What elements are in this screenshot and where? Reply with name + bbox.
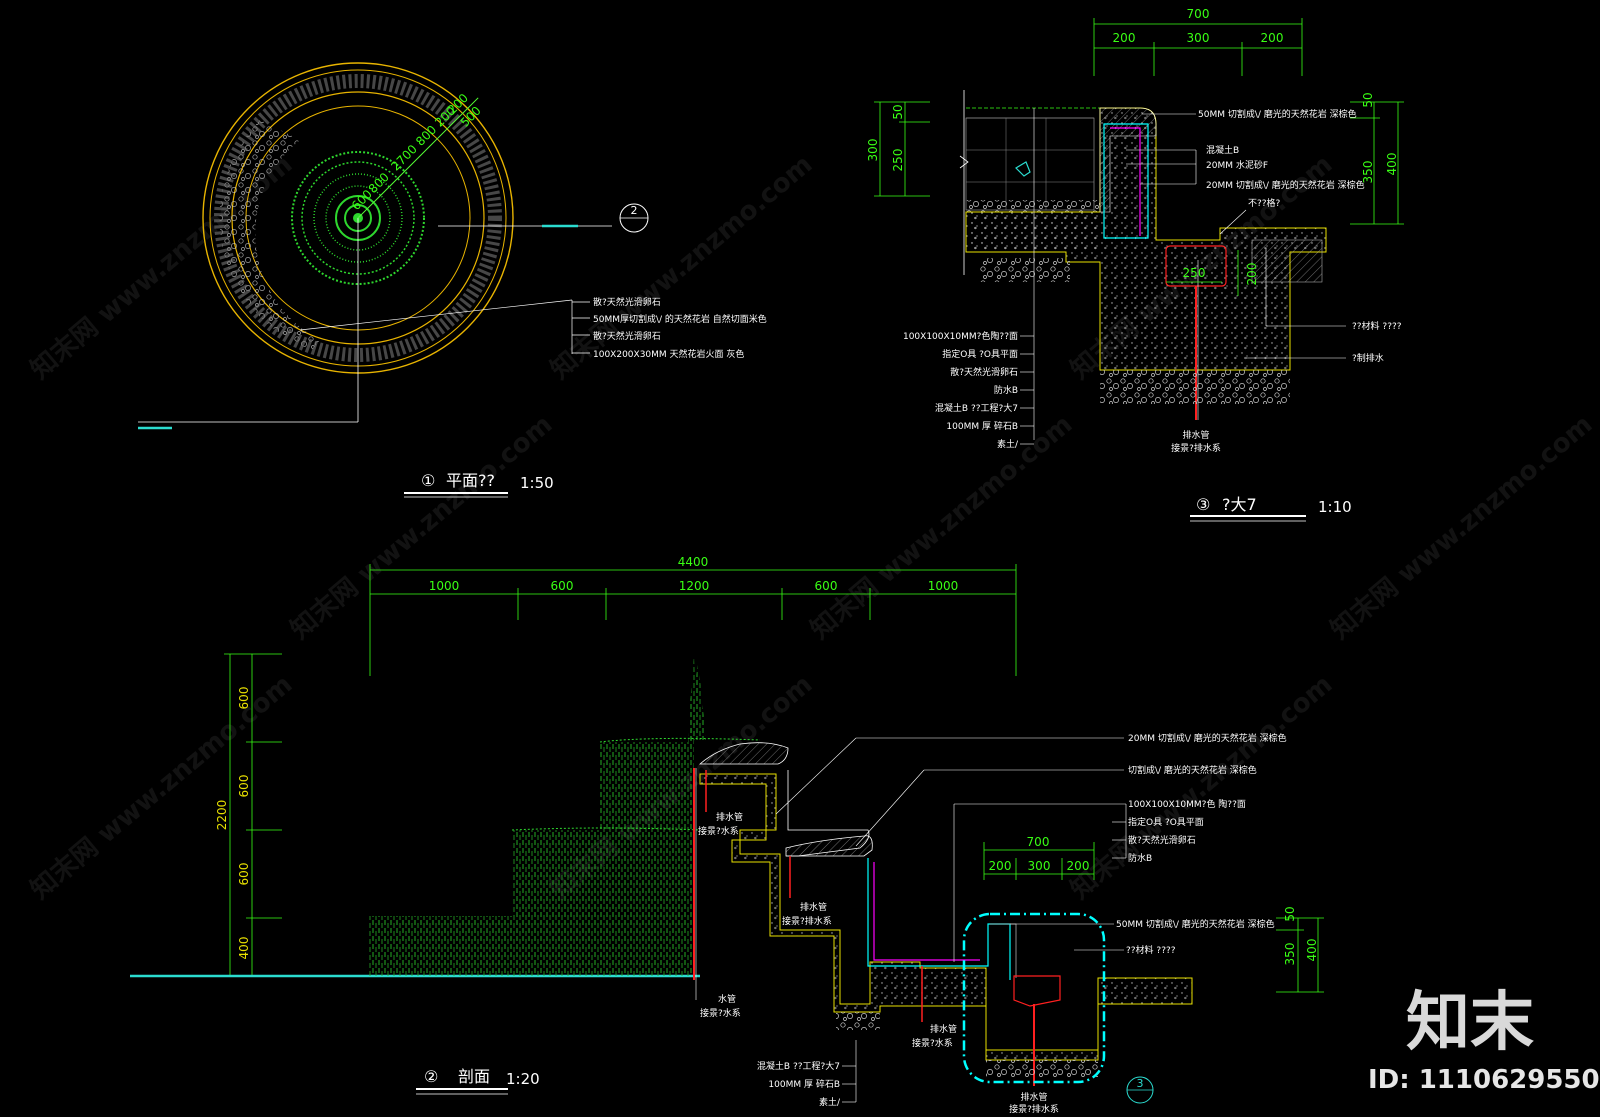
- section-drain-label: 排水管: [716, 811, 743, 823]
- detail-label-left: 素土/: [997, 438, 1019, 450]
- detail-dim-left: 300: [866, 139, 880, 162]
- section-label: 散?天然光滑卵石: [1128, 834, 1196, 846]
- plan-label: 100X200X30MM 天然花岩火面 灰色: [593, 348, 744, 360]
- plan-label: 散?天然光滑卵石: [593, 296, 661, 308]
- watermark-text: 知末网 www.znzmo.com: [25, 669, 298, 905]
- watermark-text: 知末网 www.znzmo.com: [1065, 669, 1338, 905]
- detail-label: 20MM 水泥砂F: [1206, 159, 1268, 171]
- section-label: 20MM 切割成\/ 磨光的天然花岩 深棕色: [1128, 732, 1287, 744]
- section-label: 防水B: [1128, 852, 1152, 864]
- section-label: 指定O具 ?O具平面: [1128, 816, 1204, 828]
- detail-label-left: 100MM 厚 碎石B: [946, 420, 1018, 432]
- watermark-text: 知末网 www.znzmo.com: [805, 409, 1078, 645]
- detail-dim-top: 200: [1261, 31, 1284, 45]
- section-inner-dim-right: 350: [1283, 943, 1297, 966]
- detail-label: ??材料 ????: [1352, 320, 1402, 332]
- detail-dim-top: 300: [1187, 31, 1210, 45]
- detail-dim-right: 350: [1361, 161, 1375, 184]
- svg-text:2700: 2700: [388, 142, 419, 173]
- detail-dim-right: 400: [1385, 153, 1399, 176]
- brand-logo: 知末: [1406, 986, 1534, 1060]
- detail-label-left: 指定O具 ?O具平面: [942, 348, 1018, 360]
- section-inner-dim-right: 50: [1283, 906, 1297, 921]
- plan-label: 散?天然光滑卵石: [593, 330, 661, 342]
- watermark-layer: 知末网 www.znzmo.com 知末网 www.znzmo.com 知末网 ww…: [25, 149, 1598, 905]
- detail-scale: 1:10: [1318, 498, 1352, 516]
- section-inner-dim: 300: [1028, 859, 1051, 873]
- section-water-pipe-label: 接景?水系: [700, 1007, 741, 1019]
- detail-label: 50MM 切割成\/ 磨光的天然花岩 深棕色: [1198, 108, 1357, 120]
- section-label: 50MM 切割成\/ 磨光的天然花岩 深棕色: [1116, 918, 1275, 930]
- section-drain-label: 接景?排水系: [782, 915, 832, 927]
- section-dim-top: 1200: [679, 579, 710, 593]
- section-drain-label: 接景?水系: [698, 825, 739, 837]
- detail-dim-top: 200: [1113, 31, 1136, 45]
- watermark-text: 知末网 www.znzmo.com: [1325, 409, 1598, 645]
- detail-title-number: ③: [1196, 495, 1210, 514]
- section-label-bottom: 混凝土B ??工程?大7: [757, 1060, 840, 1072]
- section-dim-left: 600: [237, 775, 251, 798]
- detail-label: 20MM 切割成\/ 磨光的天然花岩 深棕色: [1206, 179, 1365, 191]
- section-drain-label: 接景?排水系: [1009, 1103, 1059, 1115]
- plan-label: 50MM厚切割成\/ 的天然花岩 自然切面米色: [593, 313, 767, 325]
- section-dim-left-total: 2200: [215, 800, 229, 831]
- section-inner-dim: 200: [1067, 859, 1090, 873]
- plan-callout-number: 2: [631, 204, 638, 217]
- detail-dim-inner-v: 200: [1245, 263, 1259, 286]
- detail-label: 混凝土B: [1206, 144, 1239, 156]
- plan-title-number: ①: [421, 471, 435, 490]
- section-dim-top: 600: [815, 579, 838, 593]
- section-title: 剖面: [458, 1067, 490, 1086]
- section-inner-dim-total: 700: [1027, 835, 1050, 849]
- image-id: ID: 1110629550: [1368, 1065, 1600, 1095]
- section-drain-label: 排水管: [930, 1023, 957, 1035]
- section-dim-top-total: 4400: [678, 555, 709, 569]
- detail-label-left: 100X100X10MM?色陶??面: [903, 330, 1018, 342]
- section-inner-dim: 200: [989, 859, 1012, 873]
- detail-drain-label: 排水管: [1182, 429, 1209, 441]
- section-label: 100X100X10MM?色 陶??面: [1128, 798, 1246, 810]
- section-scale: 1:20: [506, 1070, 540, 1088]
- section-drain-label: 接景?水系: [912, 1037, 953, 1049]
- section-dim-top: 1000: [429, 579, 460, 593]
- detail-dim-top-total: 700: [1187, 7, 1210, 21]
- detail-label: 不??格?: [1248, 197, 1281, 209]
- plan-scale: 1:50: [520, 474, 554, 492]
- detail-dim-inner: 250: [1183, 266, 1206, 280]
- detail-dim-right: 50: [1361, 92, 1375, 107]
- section-dim-left: 600: [237, 863, 251, 886]
- svg-text:800: 800: [413, 123, 439, 149]
- section-dim-top: 1000: [928, 579, 959, 593]
- detail-dim-left: 250: [891, 149, 905, 172]
- section-detail-callout-box: [962, 912, 1106, 1084]
- watermark-text: 知末网 www.znzmo.com: [285, 409, 558, 645]
- section-dim-left: 600: [237, 687, 251, 710]
- detail-title: ?大7: [1222, 495, 1257, 514]
- section-callout-number: 3: [1137, 1077, 1144, 1090]
- section-dim-top: 600: [551, 579, 574, 593]
- section-label-bottom: 素土/: [819, 1096, 841, 1108]
- detail-label-left: 散?天然光滑卵石: [950, 366, 1018, 378]
- section-inner-dim-right: 400: [1305, 939, 1319, 962]
- section-label: 切割成\/ 磨光的天然花岩 深棕色: [1128, 764, 1257, 776]
- detail-dim-left: 50: [891, 104, 905, 119]
- detail-label-left: 混凝土B ??工程?大7: [935, 402, 1018, 414]
- detail-drain-label: 接景?排水系: [1171, 442, 1221, 454]
- section-water-pipe-label: 水管: [718, 993, 736, 1005]
- detail-label-left: 防水B: [994, 384, 1018, 396]
- section-drain-label: 排水管: [1020, 1091, 1047, 1103]
- section-title-number: ②: [424, 1067, 438, 1086]
- plan-title: 平面??: [446, 471, 495, 490]
- detail-view: 700 200 300 200 50 250 300 50 350 400: [866, 7, 1404, 522]
- section-label-bottom: 100MM 厚 碎石B: [768, 1078, 840, 1090]
- section-dim-left: 400: [237, 937, 251, 960]
- section-view: 4400 1000 600 1200 600 1000 2200 600 600…: [130, 555, 1324, 1115]
- section-drain-label: 排水管: [800, 901, 827, 913]
- detail-label: ?制排水: [1352, 352, 1384, 364]
- section-label: ??材料 ????: [1126, 944, 1176, 956]
